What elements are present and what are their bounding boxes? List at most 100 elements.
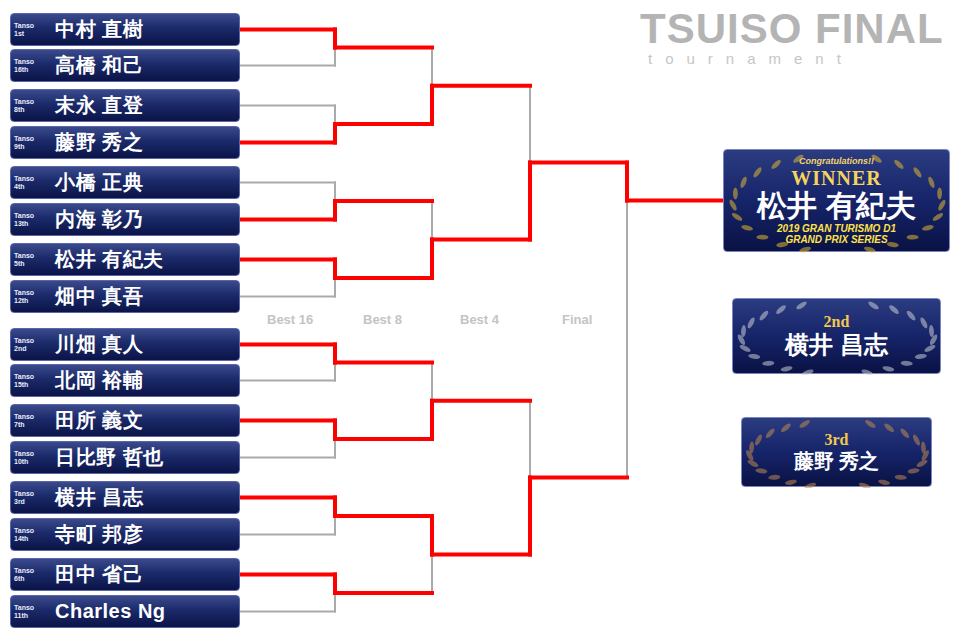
winning-line [240, 28, 335, 32]
bracket-connector [240, 201, 723, 478]
series-name: 2019 GRAN TURISMO D1 GRAND PRIX SERIES [771, 223, 903, 245]
bracket-line [530, 477, 627, 479]
place-label: 2nd [824, 313, 850, 331]
round-label: Best 8 [363, 312, 402, 328]
winning-line [430, 401, 434, 439]
bracket-line [335, 200, 432, 202]
bracket-line [431, 86, 433, 124]
bracket-line [626, 201, 628, 478]
bracket-line [334, 439, 336, 458]
seed-label: Tanso 15th [14, 373, 42, 389]
bracket-line [530, 162, 627, 164]
winning-line [335, 514, 432, 518]
laurel-leaf [739, 176, 748, 189]
bracket-line [431, 555, 433, 594]
bracket-line [335, 515, 432, 517]
winning-line [240, 218, 335, 222]
laurel-leaf [780, 365, 793, 372]
player-name: 藤野 秀之 [794, 449, 880, 473]
seed-label: Tanso 11th [14, 604, 42, 620]
laurel-leaf [746, 316, 756, 329]
round-label: Best 4 [460, 312, 499, 328]
bracket-line [530, 162, 627, 164]
bracket-line [529, 86, 531, 163]
laurel-leaf [775, 304, 787, 315]
player-name: 畑中 真吾 [55, 283, 143, 310]
bracket-line [626, 163, 628, 201]
bracket-line [431, 401, 433, 439]
winning-line [625, 163, 629, 201]
player-box: Tanso 8th末永 直登 [10, 89, 240, 122]
bracket-line [432, 85, 530, 87]
bracket-line [431, 48, 433, 86]
bracket-connector [240, 163, 723, 240]
bracket-connector [240, 201, 723, 478]
bracket-line [335, 438, 432, 440]
laurel-leaf [907, 468, 920, 474]
bracket-line [240, 611, 335, 613]
bracket-connector [240, 201, 723, 478]
bracket-line [431, 555, 433, 594]
bracket-line [530, 162, 627, 164]
bracket-connector [240, 201, 723, 594]
bracket-line [240, 65, 335, 67]
bracket-line [529, 401, 531, 478]
bracket-line [627, 200, 723, 202]
bracket-line [530, 477, 627, 479]
winning-line [335, 199, 432, 203]
bracket-line [432, 239, 530, 241]
bracket-line [432, 239, 530, 241]
bracket-line [627, 200, 723, 202]
laurel-leaf [749, 441, 755, 453]
winning-line [432, 238, 530, 242]
player-box: Tanso 6th田中 省己 [10, 558, 240, 591]
laurel-leaf [754, 434, 764, 447]
bracket-line [529, 86, 531, 163]
winning-line [240, 419, 335, 423]
round-label: Best 16 [267, 312, 313, 328]
laurel-leaf [912, 166, 923, 179]
bracket-line [431, 201, 433, 240]
laurel-leaf [799, 246, 812, 253]
winning-line [240, 496, 335, 500]
player-name: 寺町 邦彦 [55, 521, 143, 548]
page-title: TSUISO FINAL [640, 6, 944, 52]
winning-line [333, 124, 337, 143]
winner-name: 松井 有紀夫 [757, 189, 915, 223]
laurel-leaf [882, 365, 895, 372]
bracket-line [627, 200, 723, 202]
bracket-connector [240, 163, 723, 240]
bracket-line [431, 516, 433, 555]
seed-label: Tanso 10th [14, 450, 42, 466]
laurel-leaf [919, 316, 929, 329]
bracket-line [432, 554, 530, 556]
bracket-line [626, 201, 628, 478]
winning-line [430, 240, 434, 279]
laurel-leaf [893, 159, 905, 171]
winning-line [430, 86, 434, 124]
player-name: 内海 彰乃 [55, 206, 143, 233]
bracket-line [627, 200, 723, 202]
bracket-line [627, 200, 723, 202]
seed-label: Tanso 6th [14, 567, 42, 583]
bracket-connector [240, 86, 723, 201]
bracket-line [334, 278, 336, 297]
bracket-line [627, 200, 723, 202]
player-box: Tanso 5th松井 有紀夫 [10, 243, 240, 276]
laurel-leaf [758, 310, 770, 322]
bracket-line [627, 200, 723, 202]
player-box: Tanso 9th藤野 秀之 [10, 126, 240, 159]
winning-line [432, 399, 530, 403]
bracket-line [432, 554, 530, 556]
laurel-leaf [798, 419, 811, 430]
bracket-line [529, 86, 531, 163]
player-box: Tanso 2nd川畑 真人 [10, 328, 240, 361]
bracket-line [240, 296, 335, 298]
bracket-line [626, 163, 628, 201]
laurel-leaf [741, 224, 754, 232]
player-name: 北岡 裕輔 [55, 367, 143, 394]
bracket-line [627, 200, 723, 202]
player-box: Tanso 14th寺町 邦彦 [10, 518, 240, 551]
laurel-leaf [748, 353, 761, 359]
player-box: Tanso 1st中村 直樹 [10, 13, 240, 46]
